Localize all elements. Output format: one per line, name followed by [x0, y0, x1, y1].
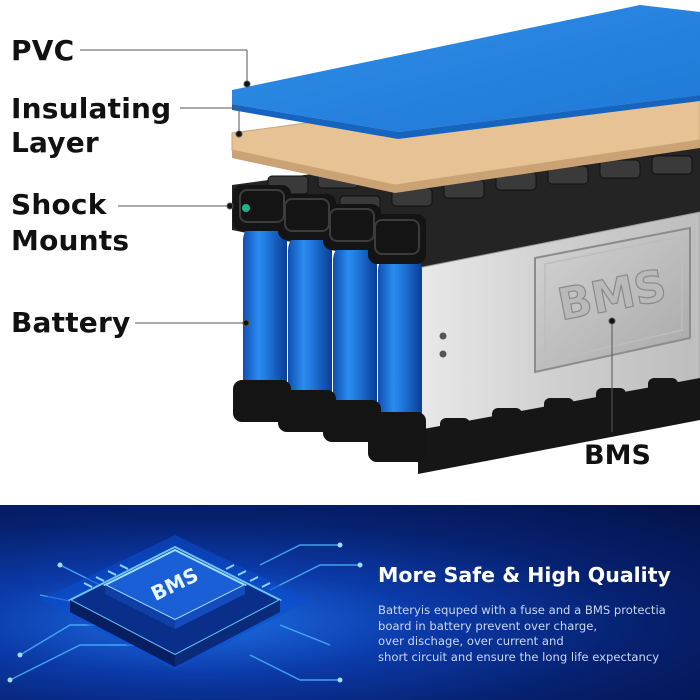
promo-body: Batteryis equped with a fuse and a BMS p… — [378, 603, 693, 665]
chip-illustration: BMS — [7, 535, 363, 683]
callout-shock-line1: Shock — [11, 188, 107, 221]
callout-insulating-line2: Layer — [11, 126, 99, 159]
promo-banner: BMS More Safe & High Quality Batteryis e… — [0, 505, 700, 700]
pvc-sheet — [232, 5, 700, 132]
callout-battery: Battery — [11, 306, 131, 339]
promo-line: board in battery prevent over charge, — [378, 618, 598, 633]
battery-cells — [233, 185, 426, 462]
promo-line: over dischage, over current and — [378, 634, 564, 648]
promo-title: More Safe & High Quality — [378, 563, 671, 587]
callout-bms: BMS — [584, 440, 651, 471]
callout-insulating-line1: Insulating — [11, 92, 172, 125]
callout-shock-line2: Mounts — [11, 224, 130, 257]
battery-pack-diagram: BMS — [11, 5, 700, 474]
promo-line: short circuit and ensure the long life e… — [378, 649, 660, 664]
bms-plate: BMS — [534, 226, 691, 374]
promo-line: Batteryis equped with a fuse and a BMS p… — [378, 603, 666, 617]
battery-pack-illustration: BMS — [80, 5, 700, 474]
callout-pvc: PVC — [11, 34, 75, 67]
